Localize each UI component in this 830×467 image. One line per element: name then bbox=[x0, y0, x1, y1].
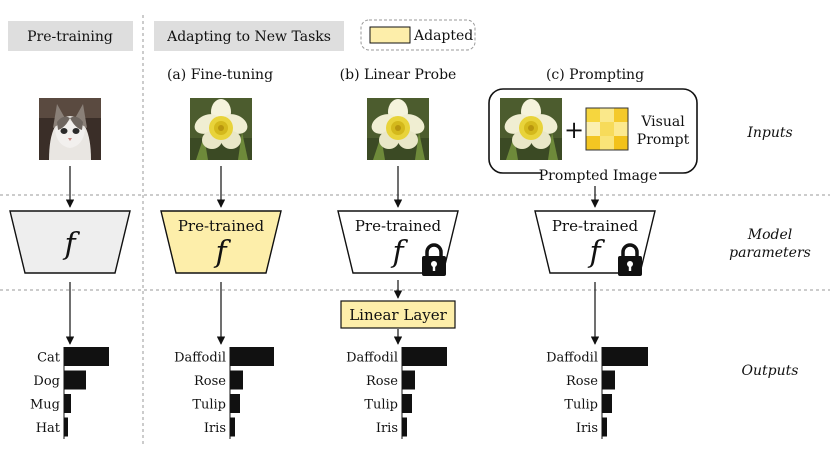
bar-label-tulip: Tulip bbox=[192, 398, 226, 413]
bar-label-rose: Rose bbox=[366, 374, 398, 389]
bar-label-mug: Mug bbox=[30, 398, 60, 413]
bar-label-tulip: Tulip bbox=[564, 398, 598, 413]
bar-label-rose: Rose bbox=[194, 374, 226, 389]
bar-label-daffodil: Daffodil bbox=[546, 351, 598, 366]
adapting-header-box bbox=[154, 21, 344, 51]
bar-dog bbox=[64, 370, 86, 390]
linear-layer bbox=[340, 300, 456, 329]
prompted-image-label: Prompted Image bbox=[539, 168, 658, 184]
bar-daffodil bbox=[602, 347, 648, 366]
bar-label-hat: Hat bbox=[36, 421, 61, 436]
visual-prompt-label-line1: Visual bbox=[640, 114, 685, 130]
visual-prompt-grid bbox=[585, 107, 629, 151]
bar-tulip bbox=[230, 394, 240, 413]
bar-label-tulip: Tulip bbox=[364, 398, 398, 413]
model-pretraining bbox=[9, 210, 131, 274]
bar-label-iris: Iris bbox=[204, 421, 226, 436]
visual-prompt-label-line2: Prompt bbox=[637, 132, 690, 148]
bar-iris bbox=[230, 417, 235, 437]
bar-mug bbox=[64, 394, 71, 413]
bar-iris bbox=[402, 417, 407, 437]
bar-label-daffodil: Daffodil bbox=[174, 351, 226, 366]
daffodil-photo-finetuning bbox=[190, 98, 252, 160]
bar-label-daffodil: Daffodil bbox=[346, 351, 398, 366]
row-label-parameters: parameters bbox=[729, 245, 811, 261]
prompted-image-label-bg bbox=[541, 164, 659, 184]
model-finetuning bbox=[160, 210, 282, 274]
lock-icon bbox=[422, 243, 446, 276]
bar-label-iris: Iris bbox=[376, 421, 398, 436]
model-pretrained-label-finetuning: Pre-trained bbox=[178, 217, 265, 235]
adapting-header: Adapting to New Tasks bbox=[166, 29, 331, 45]
pretraining-header: Pre-training bbox=[27, 29, 113, 45]
daffodil-photo-linear-probe bbox=[367, 98, 429, 160]
legend-label: Adapted bbox=[413, 28, 473, 44]
prompting-title: (c) Prompting bbox=[546, 67, 644, 83]
legend-swatch bbox=[369, 26, 411, 44]
bar-label-cat: Cat bbox=[37, 351, 61, 366]
plus-sign: + bbox=[564, 116, 584, 144]
bar-cat bbox=[64, 347, 109, 366]
pretraining-header-box bbox=[8, 21, 133, 51]
bar-label-iris: Iris bbox=[576, 421, 598, 436]
lock-icon bbox=[618, 243, 642, 276]
bar-label-dog: Dog bbox=[33, 374, 60, 389]
bar-rose bbox=[230, 370, 243, 390]
model-pretrained-label-prompting: Pre-trained bbox=[552, 217, 639, 235]
linear-probe-title: (b) Linear Probe bbox=[340, 67, 457, 83]
bar-rose bbox=[602, 370, 615, 390]
bar-tulip bbox=[402, 394, 412, 413]
row-label-inputs: Inputs bbox=[746, 125, 792, 141]
bar-iris bbox=[602, 417, 607, 437]
bar-daffodil bbox=[402, 347, 447, 366]
bar-hat bbox=[64, 417, 68, 437]
row-label-model: Model bbox=[747, 227, 793, 243]
model-pretrained-label-linear-probe: Pre-trained bbox=[355, 217, 442, 235]
bar-daffodil bbox=[230, 347, 274, 366]
finetuning-title: (a) Fine-tuning bbox=[167, 67, 273, 83]
bar-label-rose: Rose bbox=[566, 374, 598, 389]
linear-layer-label: Linear Layer bbox=[349, 306, 447, 324]
daffodil-photo-prompting bbox=[500, 98, 562, 160]
row-label-outputs: Outputs bbox=[742, 363, 799, 379]
bar-tulip bbox=[602, 394, 612, 413]
bar-rose bbox=[402, 370, 415, 390]
cat-photo bbox=[39, 98, 101, 160]
